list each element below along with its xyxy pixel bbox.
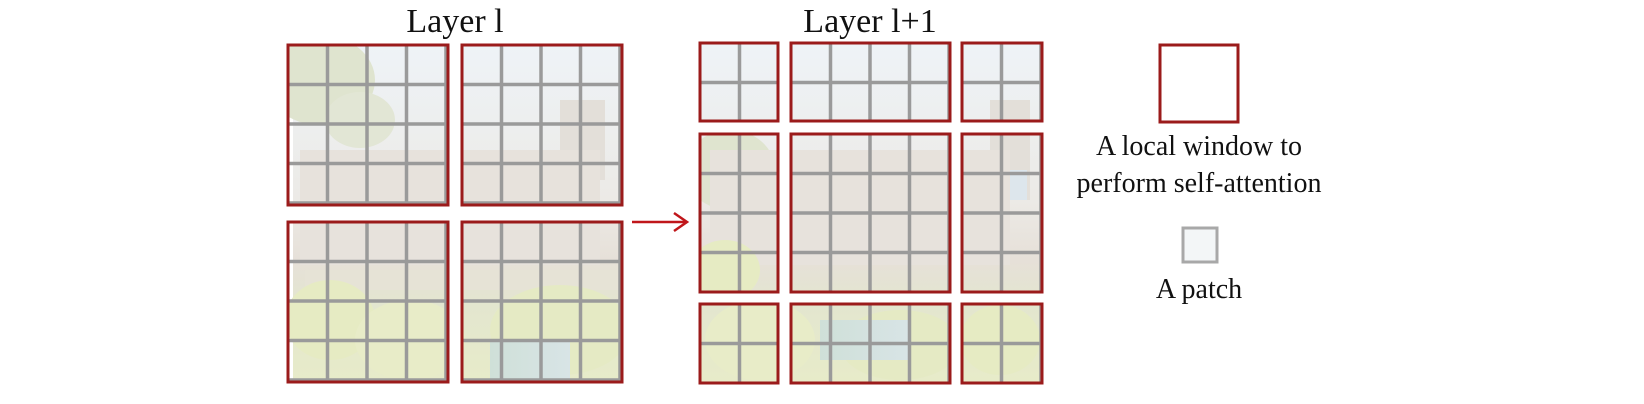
layer-l1-panel [698, 41, 1044, 385]
layer-l-window-4 [462, 222, 622, 382]
layer-l-window-3-border [286, 220, 450, 384]
layer-l1-window-7-border [698, 302, 780, 385]
layer-l-window-1-border [286, 43, 450, 207]
transition-arrow [632, 211, 690, 233]
layer-l1-title: Layer l+1 [803, 3, 936, 40]
layer-l1-window-4-border [698, 132, 780, 294]
layer-l-window-3 [288, 222, 448, 382]
layer-l1-window-3-border [960, 41, 1044, 123]
layer-l1-window-1 [700, 43, 778, 121]
legend-window-swatch [1158, 43, 1240, 124]
legend-window-label-line1: A local window to [1096, 131, 1302, 162]
layer-l1-window-6-border [960, 132, 1044, 294]
layer-l-panel [286, 43, 624, 384]
layer-l-window-2 [462, 45, 622, 205]
layer-l1-window-5-border [789, 132, 952, 294]
layer-l1-window-2-border [789, 41, 952, 123]
layer-l1-window-4 [700, 134, 778, 292]
layer-l1-window-9-border [960, 302, 1044, 385]
legend: A local window to perform self-attention… [1077, 43, 1322, 305]
legend-patch-swatch [1181, 226, 1219, 264]
layer-l-window-2-border [460, 43, 624, 207]
layer-l1-window-8-border [789, 302, 952, 385]
layer-l-window-1 [288, 45, 448, 205]
layer-l1-window-7 [700, 304, 778, 383]
layer-l1-window-1-border [698, 41, 780, 123]
layer-l1-window-6 [962, 134, 1042, 292]
layer-l-title: Layer l [406, 3, 503, 40]
legend-patch-label: A patch [1156, 274, 1242, 305]
layer-l-window-4-border [460, 220, 624, 384]
legend-window-label-line2: perform self-attention [1077, 168, 1322, 199]
